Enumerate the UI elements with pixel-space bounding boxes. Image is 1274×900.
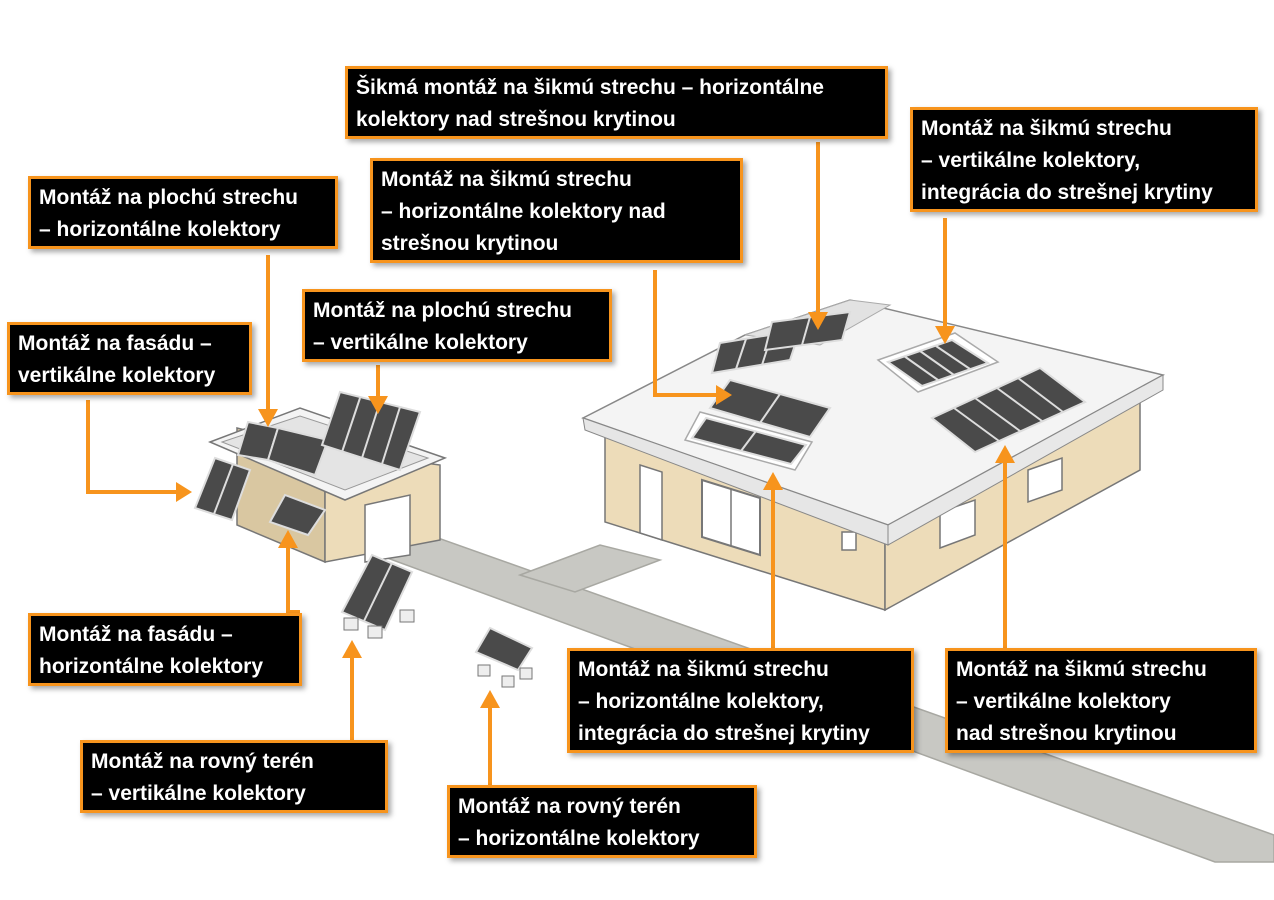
- arrowhead: [176, 482, 192, 502]
- label-facade-vertical: Montáž na fasádu – vertikálne kolektory: [7, 322, 252, 395]
- label-line: Montáž na fasádu –: [39, 623, 233, 646]
- label-pitched-vertical-above: Montáž na šikmú strechu – vertikálne kol…: [945, 648, 1257, 753]
- label-pitched-vertical-integration: Montáž na šikmú strechu – vertikálne kol…: [910, 107, 1258, 212]
- ground-solar-panels: [340, 553, 534, 688]
- leader-arrow: [653, 270, 720, 397]
- label-line: integrácia do strešnej krytiny: [921, 181, 1213, 204]
- leader-arrow: [86, 400, 180, 494]
- label-line: – horizontálne kolektory: [458, 827, 700, 850]
- label-line: Montáž na šikmú strechu: [921, 117, 1172, 140]
- label-ground-vertical: Montáž na rovný terén – vertikálne kolek…: [80, 740, 388, 813]
- arrowhead: [278, 530, 298, 548]
- label-facade-horizontal: Montáž na fasádu – horizontálne kolektor…: [28, 613, 302, 686]
- arrowhead: [763, 472, 783, 490]
- label-line: – vertikálne kolektory,: [921, 149, 1141, 172]
- label-flat-vertical: Montáž na plochú strechu – vertikálne ko…: [302, 289, 612, 362]
- label-line: – vertikálne kolektory: [91, 782, 306, 805]
- label-line: vertikálne kolektory: [18, 364, 216, 387]
- main-house: [581, 299, 1166, 612]
- leader-arrow: [286, 542, 300, 614]
- label-line: Montáž na šikmú strechu: [578, 658, 829, 681]
- label-line: Montáž na fasádu –: [18, 332, 212, 355]
- label-line: Montáž na plochú strechu: [313, 299, 573, 322]
- arrowhead: [995, 445, 1015, 463]
- label-line: Montáž na šikmú strechu: [956, 658, 1207, 681]
- label-slope-horizontal-above-top: Šikmá montáž na šikmú strechu – horizont…: [345, 66, 888, 139]
- label-pitched-horizontal-above: Montáž na šikmú strechu – horizontálne k…: [370, 158, 743, 263]
- arrowhead: [480, 690, 500, 708]
- label-line: Montáž na šikmú strechu: [381, 168, 632, 191]
- garage-solar-panels: [193, 390, 422, 537]
- label-ground-horizontal: Montáž na rovný terén – horizontálne kol…: [447, 785, 757, 858]
- label-line: Montáž na rovný terén: [91, 750, 314, 773]
- label-line: integrácia do strešnej krytiny: [578, 722, 870, 745]
- label-line: kolektory nad strešnou krytinou: [356, 108, 676, 131]
- arrowhead: [368, 396, 388, 414]
- label-line: – horizontálne kolektory: [39, 218, 281, 241]
- arrowhead: [716, 385, 732, 405]
- label-line: Šikmá montáž na šikmú strechu – horizont…: [356, 76, 824, 99]
- label-line: – horizontálne kolektory nad: [381, 200, 666, 223]
- label-line: Montáž na rovný terén: [458, 795, 681, 818]
- label-line: nad strešnou krytinou: [956, 722, 1177, 745]
- label-line: – vertikálne kolektory: [313, 331, 528, 354]
- label-line: – vertikálne kolektory: [956, 690, 1171, 713]
- arrowhead: [258, 409, 278, 427]
- arrowhead: [808, 312, 828, 330]
- label-pitched-horizontal-integration: Montáž na šikmú strechu – horizontálne k…: [567, 648, 914, 753]
- label-line: – horizontálne kolektory,: [578, 690, 824, 713]
- label-line: horizontálne kolektory: [39, 655, 264, 678]
- arrowhead: [342, 640, 362, 658]
- arrowhead: [935, 326, 955, 344]
- house-solar-panels: [683, 310, 1087, 471]
- leader-arrows: [86, 142, 1015, 785]
- label-line: strešnou krytinou: [381, 232, 559, 255]
- label-flat-horizontal: Montáž na plochú strechu – horizontálne …: [28, 176, 338, 249]
- label-line: Montáž na plochú strechu: [39, 186, 299, 209]
